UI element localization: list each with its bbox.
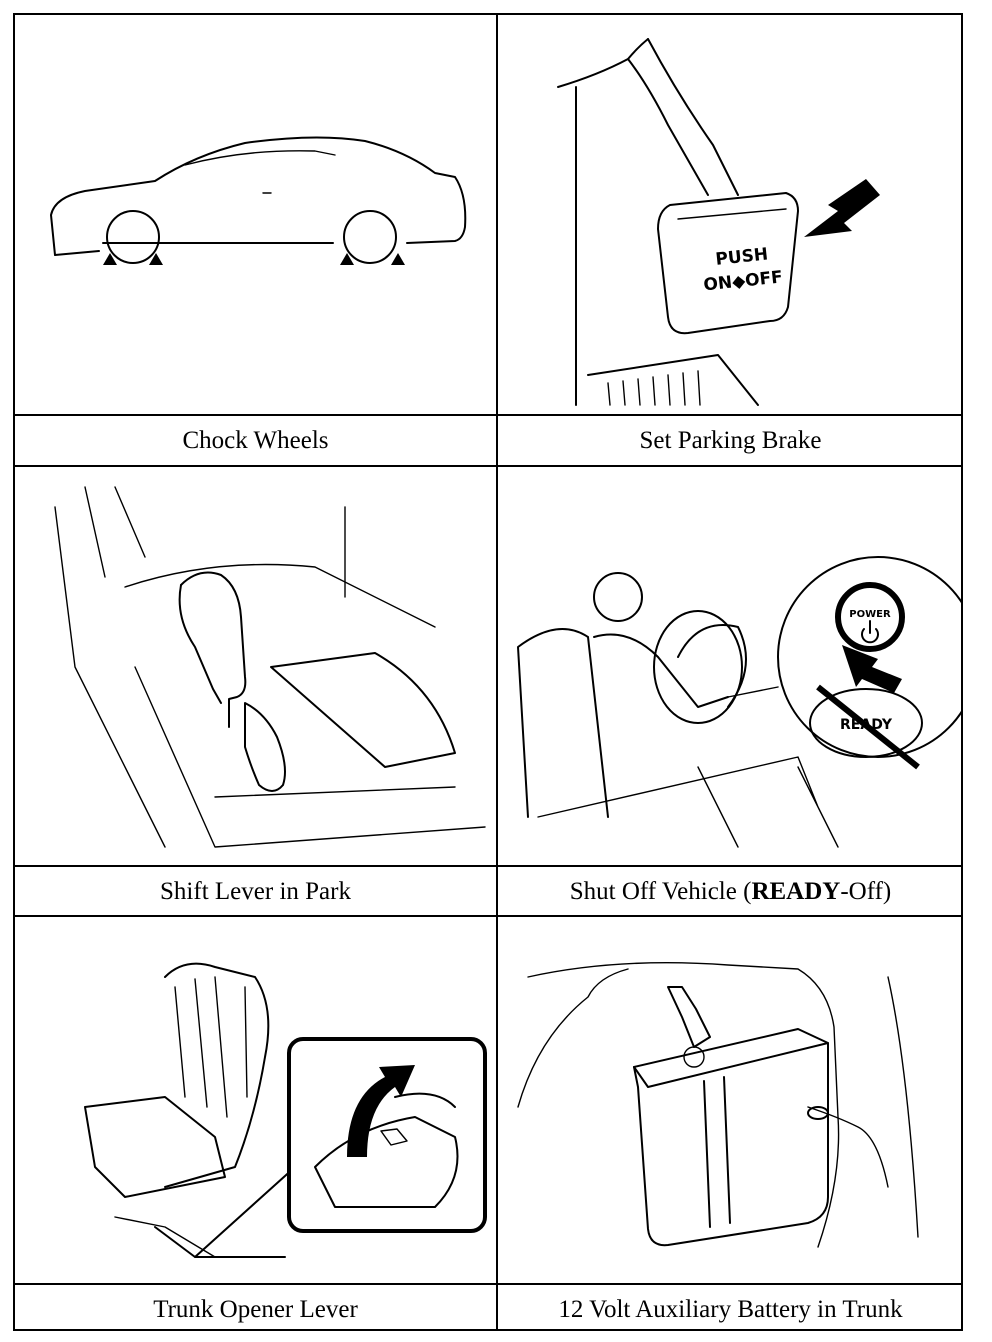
procedure-grid: Chock Wheels PUSH ON◆OFF Set Parking Bra… bbox=[13, 13, 963, 1331]
caption-chock-wheels: Chock Wheels bbox=[182, 427, 329, 454]
grid-divider-vertical bbox=[496, 15, 498, 1329]
grid-divider bbox=[15, 414, 961, 416]
caption-pre: Shut Off Vehicle ( bbox=[569, 878, 752, 905]
power-button-illustration: POWER READY bbox=[498, 467, 963, 865]
caption-ready: READY bbox=[751, 878, 841, 905]
grid-divider bbox=[15, 465, 961, 467]
pedal-label-push: PUSH bbox=[715, 244, 770, 269]
caption-shift-lever: Shift Lever in Park bbox=[160, 878, 351, 905]
trunk-opener-lever-illustration bbox=[15, 917, 496, 1283]
grid-divider bbox=[15, 865, 961, 867]
power-button-label: POWER bbox=[849, 609, 891, 620]
grid-divider bbox=[15, 1283, 961, 1285]
parking-brake-pedal-illustration: PUSH ON◆OFF bbox=[498, 15, 963, 414]
caption-parking-brake: Set Parking Brake bbox=[639, 427, 822, 454]
caption-post: -Off) bbox=[840, 878, 892, 905]
auxiliary-battery-illustration bbox=[498, 917, 963, 1283]
caption-shut-off-vehicle: Shut Off Vehicle (READY-Off) bbox=[498, 867, 963, 917]
pedal-label-onoff: ON◆OFF bbox=[703, 267, 784, 295]
caption-trunk-opener: Trunk Opener Lever bbox=[153, 1296, 358, 1323]
shift-lever-illustration bbox=[15, 467, 496, 865]
grid-divider bbox=[15, 915, 961, 917]
caption-battery: 12 Volt Auxiliary Battery in Trunk bbox=[558, 1296, 903, 1323]
car-chock-wheels-illustration bbox=[15, 15, 496, 414]
